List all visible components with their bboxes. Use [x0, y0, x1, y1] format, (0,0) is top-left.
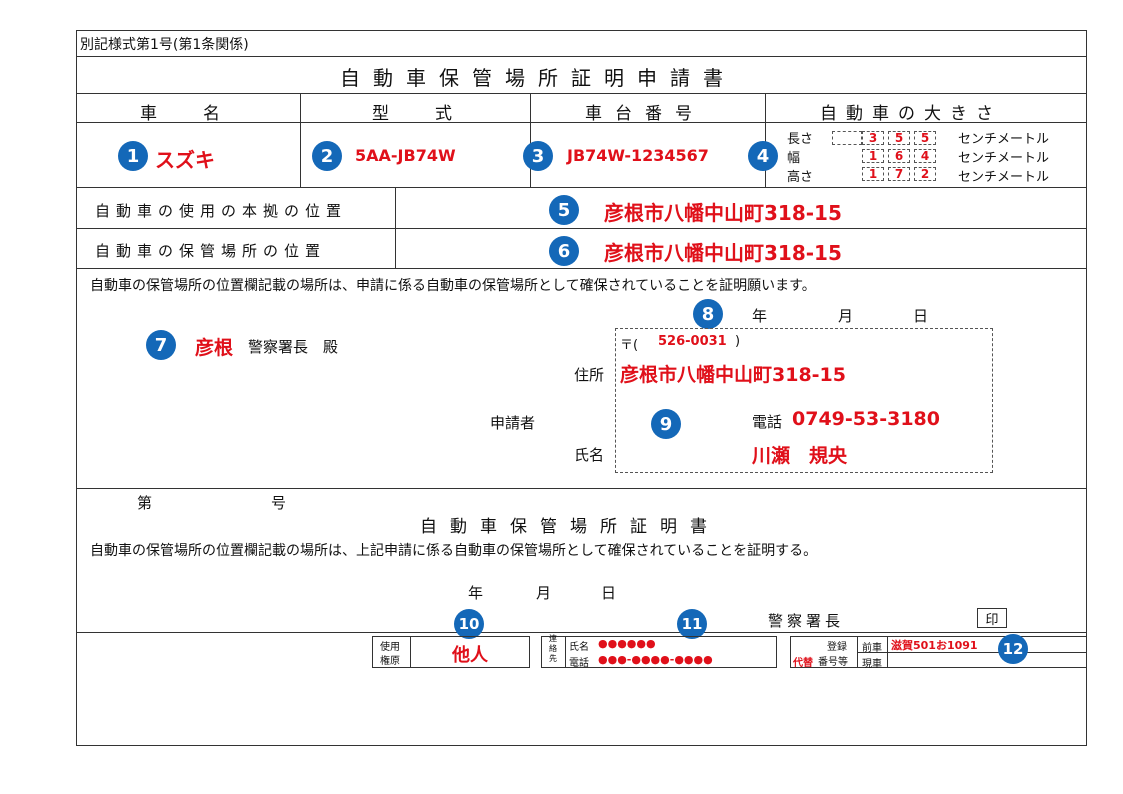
badge-11: 11	[677, 609, 707, 639]
contact-phone-value: ●●●-●●●●-●●●●	[598, 653, 713, 666]
badge-6: 6	[549, 236, 579, 266]
col-header-name: 車 名	[140, 104, 224, 124]
use-right-value: 他人	[452, 645, 488, 666]
col-header-size: 自動車の大きさ	[820, 104, 1002, 124]
police-chief-label: 警察署長 殿	[248, 338, 339, 356]
prev-car-label: 前車	[862, 643, 882, 654]
applicant-box	[615, 328, 993, 473]
cert-day: 日	[601, 584, 617, 602]
application-form	[76, 30, 1087, 746]
seal-box: 印	[977, 608, 1007, 628]
cert-year: 年	[468, 584, 484, 602]
height-unit: センチメートル	[958, 170, 1050, 185]
use-right-label: 使用	[380, 642, 400, 653]
length-label: 長さ	[787, 132, 814, 147]
request-year: 年	[752, 307, 768, 325]
divider	[395, 187, 396, 268]
reg-label: 登録	[827, 642, 847, 653]
use-right-box	[372, 636, 530, 668]
divider	[76, 56, 1087, 57]
divider	[76, 268, 1087, 269]
length-digit: 5	[914, 131, 936, 145]
badge-4: 4	[748, 141, 778, 171]
contact-name-value: ●●●●●●	[598, 637, 656, 650]
badge-7: 7	[146, 330, 176, 360]
length-digit: 5	[888, 131, 910, 145]
width-digit: 4	[914, 149, 936, 163]
divider	[410, 636, 411, 668]
height-digit: 1	[862, 167, 884, 181]
reg-label: 番号等	[818, 657, 848, 668]
divider	[530, 93, 531, 187]
width-unit: センチメートル	[958, 151, 1050, 166]
contact-label: 連絡先	[549, 634, 557, 663]
digit-blank	[832, 131, 862, 145]
badge-9: 9	[651, 409, 681, 439]
use-right-label: 権原	[380, 656, 400, 667]
postal-code: 526-0031	[658, 334, 727, 349]
cert-month: 月	[536, 584, 552, 602]
contact-name-label: 氏名	[569, 642, 589, 653]
vehicle-model: 5AA-JB74W	[355, 146, 456, 165]
divider	[857, 652, 1087, 653]
badge-5: 5	[549, 195, 579, 225]
height-digit: 2	[914, 167, 936, 181]
request-day: 日	[913, 307, 929, 325]
divider	[76, 93, 1087, 94]
name-label: 氏名	[574, 446, 605, 464]
storage-location-label: 自動車の保管場所の位置	[95, 242, 327, 260]
col-header-model: 型 式	[372, 104, 456, 124]
badge-8: 8	[693, 299, 723, 329]
form-title: 自動車保管場所証明申請書	[340, 66, 736, 90]
vehicle-name: スズキ	[155, 148, 215, 172]
height-label: 高さ	[787, 170, 814, 185]
postal-mark: 〒(	[620, 338, 639, 353]
use-location-value: 彦根市八幡中山町318-15	[604, 201, 842, 225]
prev-car-value: 滋賀501お1091	[891, 639, 978, 652]
police-station: 彦根	[195, 337, 234, 359]
cert-title: 自動車保管場所証明書	[420, 517, 720, 537]
length-digit: 3	[862, 131, 884, 145]
applicant-label: 申請者	[490, 414, 536, 432]
divider	[565, 636, 566, 668]
curr-car-label: 現車	[862, 659, 882, 670]
request-statement: 自動車の保管場所の位置欄記載の場所は、申請に係る自動車の保管場所として確保されて…	[90, 278, 816, 294]
cert-no-prefix: 第	[137, 494, 153, 512]
divider	[765, 93, 766, 187]
cert-no-suffix: 号	[271, 494, 287, 512]
form-number: 別記様式第1号(第1条関係)	[80, 37, 249, 53]
contact-phone-label: 電話	[569, 658, 589, 669]
divider	[76, 187, 1087, 188]
width-digit: 1	[862, 149, 884, 163]
applicant-name: 川瀬 規央	[752, 445, 848, 467]
badge-12: 12	[998, 634, 1028, 664]
length-unit: センチメートル	[958, 132, 1050, 147]
divider	[300, 93, 301, 187]
col-header-chassis: 車台番号	[585, 104, 705, 124]
badge-1: 1	[118, 141, 148, 171]
height-digit: 7	[888, 167, 910, 181]
phone-label: 電話	[752, 413, 783, 431]
address-label: 住所	[574, 366, 605, 384]
address-value: 彦根市八幡中山町318-15	[620, 364, 846, 386]
badge-3: 3	[523, 141, 553, 171]
divider	[76, 632, 1087, 633]
replacement-label: 代替	[793, 658, 813, 669]
badge-2: 2	[312, 141, 342, 171]
width-label: 幅	[787, 151, 801, 166]
divider	[76, 122, 1087, 123]
cert-chief: 警察署長	[768, 612, 845, 630]
contact-box	[541, 636, 777, 668]
use-location-label: 自動車の使用の本拠の位置	[95, 202, 348, 220]
phone-value: 0749-53-3180	[792, 408, 940, 430]
vehicle-chassis: JB74W-1234567	[567, 146, 709, 165]
width-digit: 6	[888, 149, 910, 163]
storage-location-value: 彦根市八幡中山町318-15	[604, 241, 842, 265]
cert-statement: 自動車の保管場所の位置欄記載の場所は、上記申請に係る自動車の保管場所として確保さ…	[90, 543, 818, 559]
badge-10: 10	[454, 609, 484, 639]
divider	[76, 488, 1087, 489]
postal-close: )	[735, 334, 741, 349]
request-month: 月	[838, 307, 854, 325]
divider	[76, 228, 1087, 229]
